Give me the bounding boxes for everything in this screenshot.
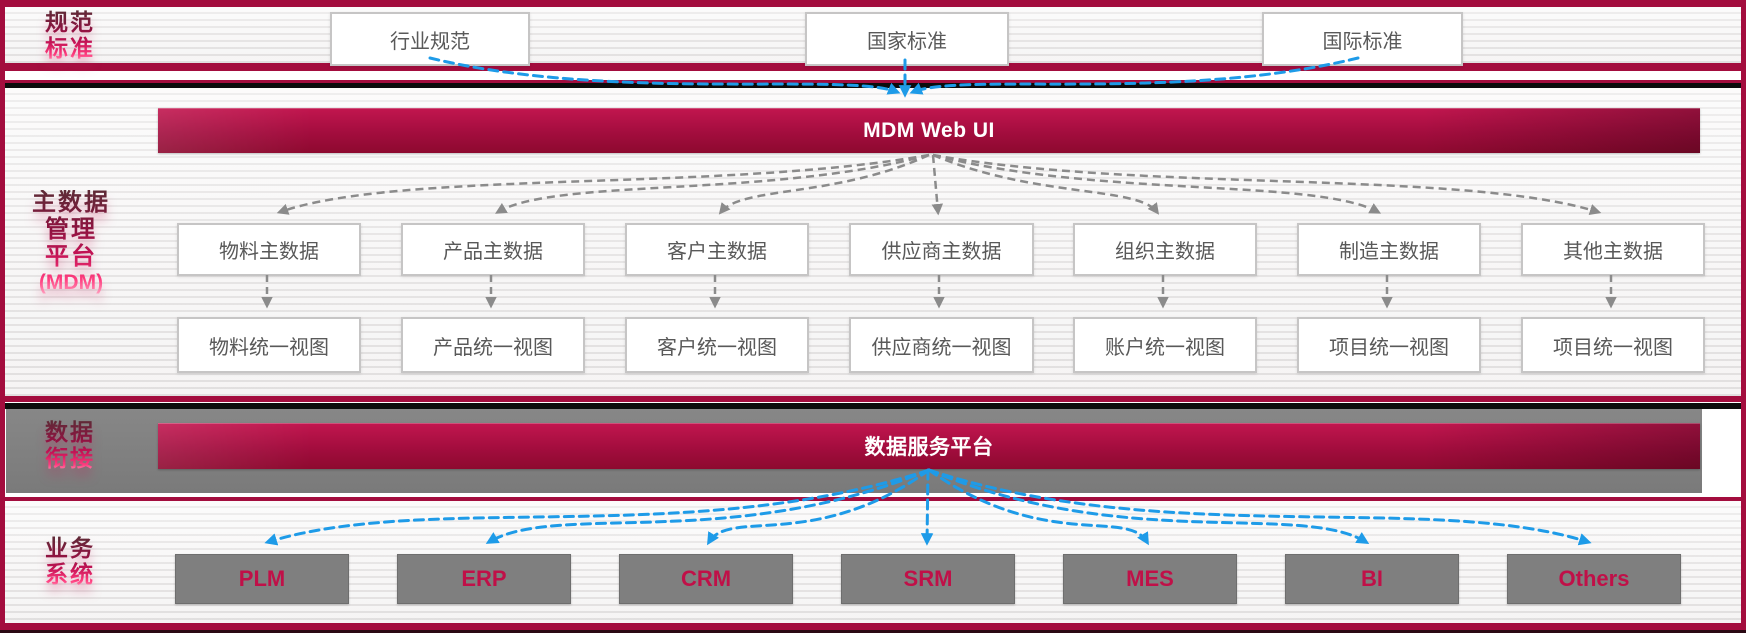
master-data-box-organization: 组织主数据	[1073, 223, 1257, 276]
master-data-box-supplier: 供应商主数据	[849, 223, 1034, 276]
unified-view-box-supplier: 供应商统一视图	[849, 317, 1034, 373]
system-box-bi: BI	[1285, 554, 1459, 604]
system-box-crm: CRM	[619, 554, 793, 604]
data-link-band-label: 数据 衔接	[18, 420, 122, 472]
system-box-mes: MES	[1063, 554, 1237, 604]
system-box-others: Others	[1507, 554, 1681, 604]
mdm-web-ui-banner: MDM Web UI	[158, 108, 1700, 153]
left-crimson-edge	[0, 0, 5, 630]
box-industry-standard: 行业规范	[330, 12, 530, 66]
unified-view-box-product: 产品统一视图	[401, 317, 585, 373]
business-band-label: 业务 系统	[18, 536, 122, 588]
band2-bottom-shadow	[0, 403, 1746, 409]
unified-view-box-project-1: 项目统一视图	[1297, 317, 1481, 373]
system-box-plm: PLM	[175, 554, 349, 604]
unified-view-box-project-2: 项目统一视图	[1521, 317, 1705, 373]
master-data-box-material: 物料主数据	[177, 223, 361, 276]
system-box-erp: ERP	[397, 554, 571, 604]
unified-view-box-customer: 客户统一视图	[625, 317, 809, 373]
unified-view-box-material: 物料统一视图	[177, 317, 361, 373]
standards-band-label: 规范 标准	[18, 10, 122, 62]
master-data-box-product: 产品主数据	[401, 223, 585, 276]
band2-bottom-border	[0, 396, 1746, 402]
band4-bottom-border	[0, 623, 1746, 630]
system-box-srm: SRM	[841, 554, 1015, 604]
master-data-box-customer: 客户主数据	[625, 223, 809, 276]
unified-view-box-account: 账户统一视图	[1073, 317, 1257, 373]
bottom-edge-shadow	[0, 630, 1746, 633]
band1-top-border	[0, 0, 1746, 7]
master-data-box-manufacturing: 制造主数据	[1297, 223, 1481, 276]
mdm-band-label: 主数据 管理 平台 (MDM)	[12, 190, 130, 294]
master-data-box-other: 其他主数据	[1521, 223, 1705, 276]
box-national-standard: 国家标准	[805, 12, 1009, 66]
data-service-platform-banner: 数据服务平台	[158, 423, 1700, 469]
box-international-standard: 国际标准	[1262, 12, 1463, 66]
right-crimson-edge	[1741, 0, 1746, 630]
